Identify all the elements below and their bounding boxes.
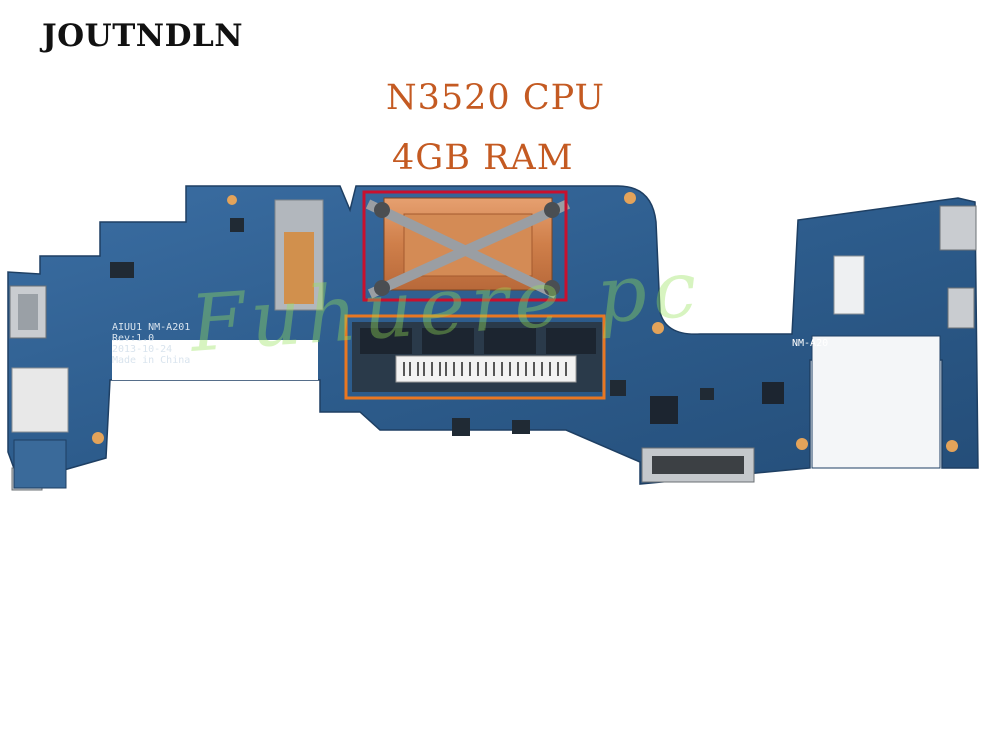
mounting-hole: [652, 322, 664, 334]
sd-card-slot-inner: [18, 294, 38, 330]
heatsink-screw: [544, 202, 560, 218]
heatsink-screw: [374, 202, 390, 218]
board-right-code: NM-A20: [792, 338, 829, 349]
ram-chip: [360, 328, 412, 354]
usb-port-right: [939, 205, 977, 251]
ram-chip: [484, 328, 536, 354]
heatsink-screw: [374, 280, 390, 296]
board-cutout-right: [811, 335, 941, 469]
board-rev: Rev:1.0: [112, 333, 155, 344]
cpu-spec-label: N3520 CPU: [386, 78, 606, 118]
mounting-hole: [227, 195, 237, 205]
left-daughter-board: [13, 439, 67, 489]
mounting-hole: [946, 440, 958, 452]
chip: [700, 388, 714, 400]
chip: [610, 380, 626, 396]
ram-chip: [422, 328, 474, 354]
mounting-hole: [796, 438, 808, 450]
barcode-lines: [403, 362, 567, 376]
usb-port-right-2: [947, 287, 975, 329]
cpu-highlight-box: [362, 190, 568, 302]
brand-name: JOUTNDLN: [42, 18, 244, 54]
ram-spec-label: 4GB RAM: [392, 138, 574, 178]
heatsink-screw: [544, 280, 560, 296]
board-origin: Made in China: [112, 355, 191, 366]
board-date: 2013-10-24: [112, 344, 173, 355]
mounting-hole: [624, 192, 636, 204]
ram-chip: [546, 328, 596, 354]
chip: [512, 420, 530, 434]
chip: [650, 396, 678, 424]
ribbon-connector: [833, 255, 865, 315]
mounting-hole: [92, 432, 104, 444]
chip: [762, 382, 784, 404]
board-silkscreen: AIUU1 NM-A201 Rev:1.0 2013-10-24 Made in…: [112, 322, 190, 366]
chip: [452, 418, 470, 436]
heatsink-bracket-2: [367, 199, 571, 299]
chip: [110, 262, 134, 278]
m2-connector-slot: [652, 456, 744, 474]
chip: [230, 218, 244, 232]
board-cutout-left: [112, 340, 318, 380]
ram-highlight-box: [344, 314, 606, 400]
board-model-code: AIUU1 NM-A201: [112, 322, 191, 333]
left-connector: [11, 367, 69, 433]
sticker-label-orange: [284, 232, 314, 304]
